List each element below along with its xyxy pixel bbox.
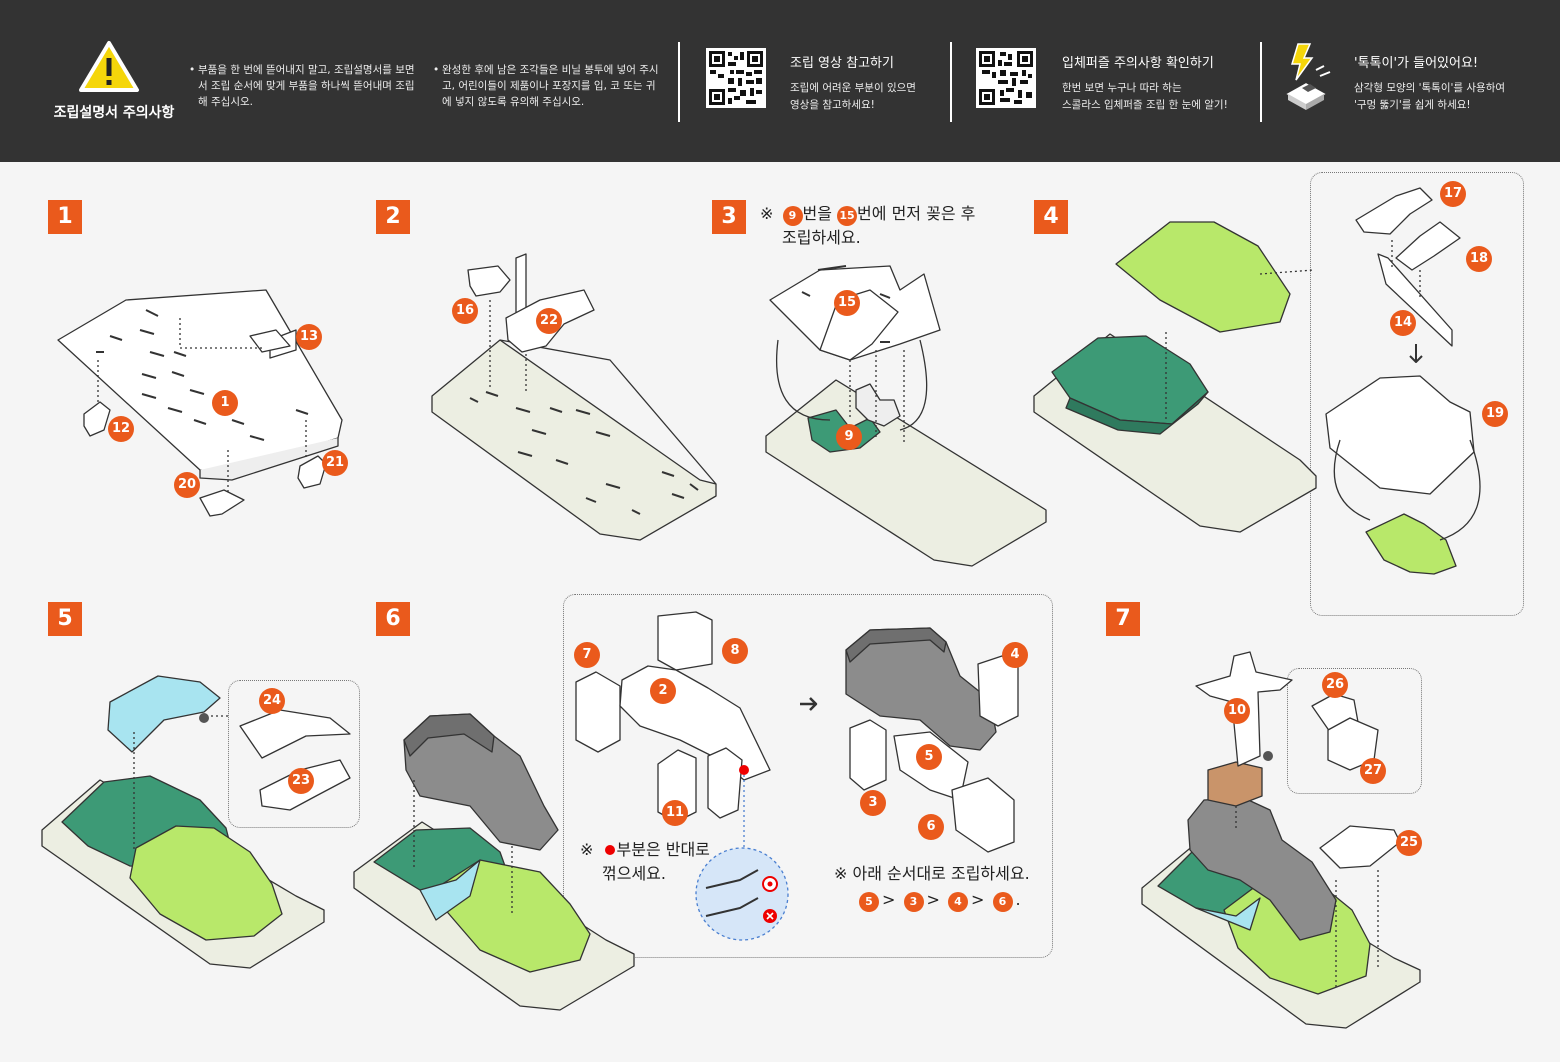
part-label-1: 1 <box>212 390 238 416</box>
video-title: 조립 영상 참고하기 <box>790 56 894 71</box>
part-label-13: 13 <box>296 324 322 350</box>
divider <box>1260 42 1262 122</box>
part-label-25: 25 <box>1396 830 1422 856</box>
note-2: •완성한 후에 남은 조각들은 비닐 봉투에 넣어 주시고, 어린이들이 제품이… <box>433 64 659 108</box>
tool-title: '톡톡이'가 들어있어요! <box>1354 56 1479 71</box>
part-ref-15: 15 <box>837 206 858 226</box>
step-6-badge: 6 <box>376 602 410 636</box>
tool-text-1: 삼각형 모양의 '톡톡이'를 사용하여 <box>1354 82 1506 94</box>
part-ref-9: 9 <box>782 206 803 226</box>
base-board-step6 <box>353 713 635 1011</box>
part-label-5: 5 <box>916 744 942 770</box>
part-label-3: 3 <box>860 790 886 816</box>
puzzle-text-2: 스콜라스 입체퍼즐 조립 한 눈에 알기! <box>1062 99 1228 111</box>
part-label-2: 2 <box>650 678 676 704</box>
part-label-18: 18 <box>1466 246 1492 272</box>
note-1: •부품을 한 번에 뜯어내지 말고, 조립설명서를 보면서 조립 순서에 맞게 … <box>189 64 415 108</box>
parts-detail-step4 <box>1325 187 1481 575</box>
warning-title: 조립설명서 주의사항 <box>53 105 175 121</box>
video-text-1: 조립에 어려운 부분이 있으면 <box>790 82 916 94</box>
parts-detail-step6-left <box>575 611 818 941</box>
video-text-2: 영상을 참고하세요! <box>790 99 875 111</box>
step-2-badge: 2 <box>376 200 410 234</box>
part-label-19: 19 <box>1482 401 1508 427</box>
base-board-step5 <box>41 675 351 969</box>
part-label-12: 12 <box>108 416 134 442</box>
part-label-10: 10 <box>1224 698 1250 724</box>
order-sequence: 5> 3> 4> 6. <box>834 888 1054 912</box>
part-label-9: 9 <box>836 424 862 450</box>
parts-detail-step6-right <box>845 627 1019 853</box>
part-label-27: 27 <box>1360 758 1386 784</box>
red-dot-icon <box>604 845 615 855</box>
part-label-24: 24 <box>259 688 285 714</box>
part-label-20: 20 <box>174 472 200 498</box>
part-label-26: 26 <box>1322 672 1348 698</box>
instruction-header: 조립설명서 주의사항 •부품을 한 번에 뜯어내지 말고, 조립설명서를 보면서… <box>0 0 1560 162</box>
part-label-6: 6 <box>918 814 944 840</box>
qr-code-video[interactable] <box>706 48 766 108</box>
puzzle-title: 입체퍼즐 주의사항 확인하기 <box>1062 56 1214 71</box>
part-label-17: 17 <box>1440 181 1466 207</box>
step-5-badge: 5 <box>48 602 82 636</box>
divider <box>678 42 680 122</box>
step-3-badge: 3 <box>712 200 746 234</box>
part-label-8: 8 <box>722 638 748 664</box>
step-4-badge: 4 <box>1034 200 1068 234</box>
part-label-14: 14 <box>1390 310 1416 336</box>
detail-box-step5 <box>228 680 360 828</box>
part-label-23: 23 <box>288 768 314 794</box>
part-label-4: 4 <box>1002 642 1028 668</box>
step-7-badge: 7 <box>1106 602 1140 636</box>
base-board-step1 <box>57 289 343 517</box>
detail-box-step7 <box>1287 668 1422 794</box>
part-label-16: 16 <box>452 298 478 324</box>
part-label-15: 15 <box>834 290 860 316</box>
tool-text-2: '구멍 뚫기'를 쉽게 하세요! <box>1354 99 1471 111</box>
step6-note-order: ※ 아래 순서대로 조립하세요. 5> 3> 4> 6. <box>834 862 1054 912</box>
base-board-step4 <box>1033 221 1317 533</box>
part-label-7: 7 <box>574 642 600 668</box>
step3-note-line2: 조립하세요. <box>782 228 861 247</box>
qr-code-puzzle[interactable] <box>976 48 1036 108</box>
divider <box>950 42 952 122</box>
base-board-step2 <box>431 253 717 541</box>
punch-tool-icon <box>1286 43 1331 110</box>
part-label-22: 22 <box>536 308 562 334</box>
part-label-21: 21 <box>322 450 348 476</box>
base-board-step7 <box>199 651 1421 1029</box>
puzzle-text-1: 한번 보면 누구나 따라 하는 <box>1062 82 1182 94</box>
step-1-badge: 1 <box>48 200 82 234</box>
part-label-11: 11 <box>662 800 688 826</box>
detail-box-step6 <box>563 594 1053 958</box>
warning-icon <box>79 41 139 92</box>
step6-note-fold: ※ 부분은 반대로 꺾으세요. <box>580 840 710 883</box>
detail-box-step4 <box>1310 172 1524 616</box>
base-board-step3 <box>765 265 1047 567</box>
